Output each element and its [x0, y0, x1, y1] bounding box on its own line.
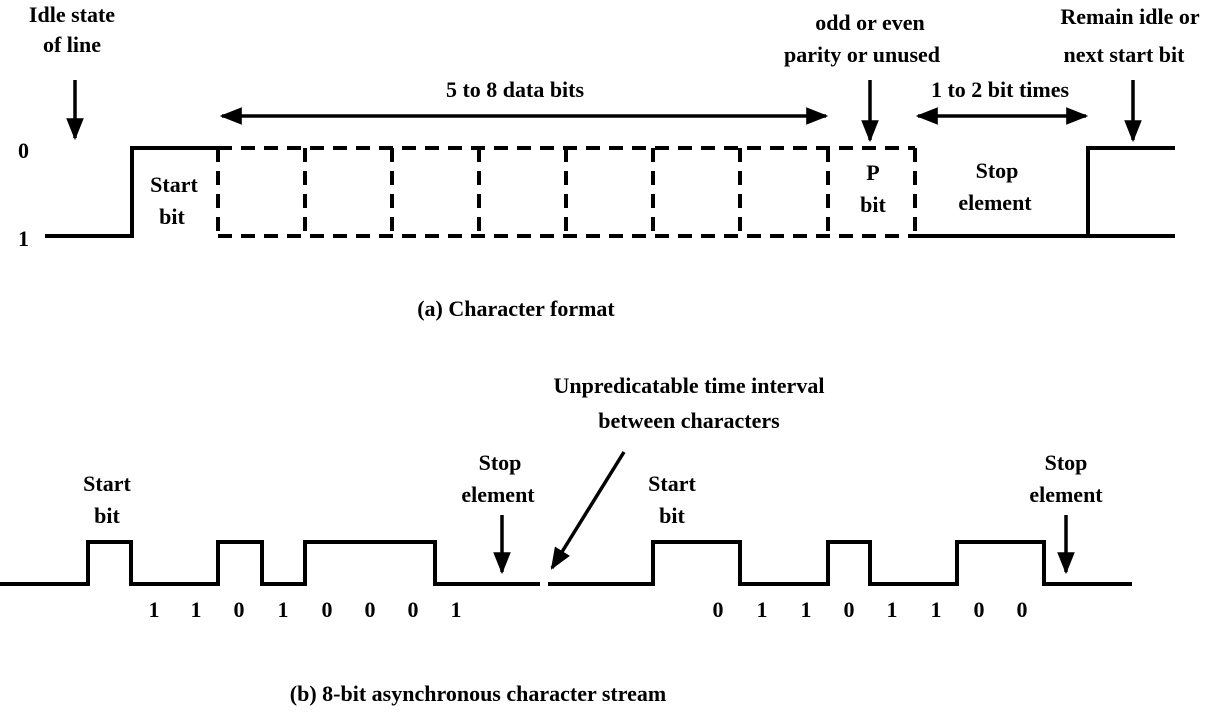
parity-bit-label-line1: P: [866, 160, 879, 185]
idle-state-label-line1: Idle state: [29, 2, 115, 27]
bit-value: 0: [1017, 597, 1028, 622]
character-format: 0 1 Idle state of line 5 to 8 data bits …: [18, 2, 1200, 321]
bit-value: 0: [322, 597, 333, 622]
bit-value: 1: [887, 597, 898, 622]
char2-stop-label-line1: Stop: [1045, 450, 1088, 475]
interval-label-line1: Unpredicatable time interval: [554, 373, 825, 398]
char1-start-label-line1: Start: [83, 471, 131, 496]
stop-element-label-line2: element: [958, 190, 1032, 215]
idle-state-label-line2: of line: [43, 32, 101, 57]
char1-bits: 1 1 0 1 0 0 0 1: [149, 597, 462, 622]
data-bits-signal: [216, 146, 917, 238]
bit-value: 1: [757, 597, 768, 622]
parity-note-line2: parity or unused: [784, 42, 940, 67]
char1-stop-label-line2: element: [461, 482, 535, 507]
interval-arrow: [550, 451, 626, 570]
parity-bit-label-line2: bit: [860, 192, 886, 217]
remain-idle-line2: next start bit: [1064, 42, 1186, 67]
bit-value: 1: [191, 597, 202, 622]
bit-value: 1: [931, 597, 942, 622]
bit-value: 0: [408, 597, 419, 622]
caption-b: (b) 8-bit asynchronous character stream: [290, 681, 666, 706]
start-bit-label-line1: Start: [150, 172, 198, 197]
bit-value: 0: [365, 597, 376, 622]
stop-element-label-line1: Stop: [976, 158, 1019, 183]
char1-stop-label-line1: Stop: [479, 450, 522, 475]
parity-note-line1: odd or even: [815, 10, 925, 35]
char2-bits: 0 1 1 0 1 1 0 0: [713, 597, 1028, 622]
start-bit-signal: [45, 146, 218, 238]
char2-stop-label-line2: element: [1029, 482, 1103, 507]
interval-label-line2: between characters: [598, 408, 780, 433]
stop-element-signal: [915, 146, 1175, 238]
char1-signal: [0, 540, 540, 586]
char2-start-label-line2: bit: [659, 503, 685, 528]
level-one-label: 1: [18, 226, 29, 251]
remain-idle-line1: Remain idle or: [1060, 4, 1200, 29]
stop-time-label: 1 to 2 bit times: [931, 77, 1070, 102]
start-bit-label-line2: bit: [159, 204, 185, 229]
bit-value: 1: [149, 597, 160, 622]
caption-a: (a) Character format: [417, 296, 615, 321]
bit-value: 1: [801, 597, 812, 622]
bit-value: 0: [844, 597, 855, 622]
bit-value: 0: [234, 597, 245, 622]
char2-signal: [548, 540, 1132, 586]
char1-start-label-line2: bit: [94, 503, 120, 528]
char2-start-label-line1: Start: [648, 471, 696, 496]
level-zero-label: 0: [18, 138, 29, 163]
bit-value: 0: [713, 597, 724, 622]
bit-value: 1: [451, 597, 462, 622]
data-bits-label: 5 to 8 data bits: [446, 77, 585, 102]
bit-value: 0: [974, 597, 985, 622]
character-stream: Start bit Stop element 1 1 0 1 0 0 0 1 U…: [0, 373, 1132, 706]
bit-value: 1: [278, 597, 289, 622]
